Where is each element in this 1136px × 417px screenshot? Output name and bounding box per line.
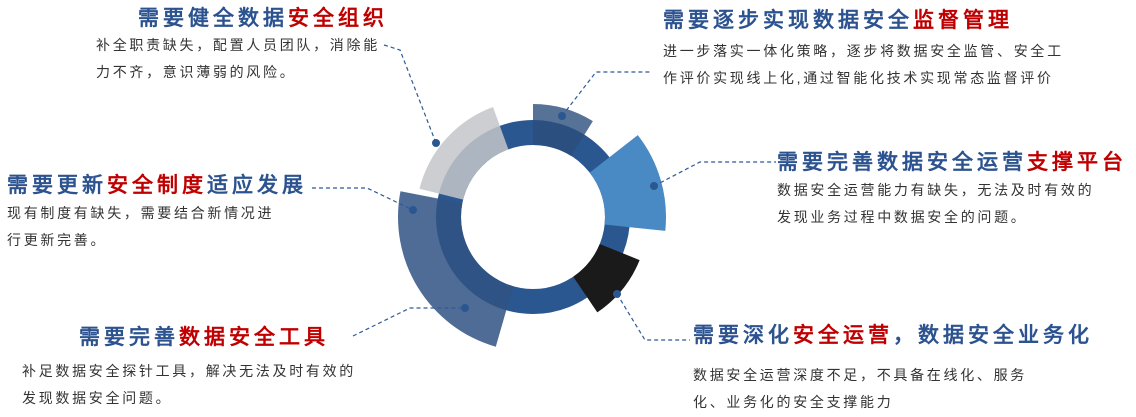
leader-dot-supervision — [558, 112, 566, 120]
item-6-title: 需要深化安全运营，数据安全业务化 — [693, 324, 1093, 347]
leader-dot-tools — [461, 304, 469, 312]
item-5-title: 需要完善数据安全工具 — [79, 326, 329, 349]
item-4-title: 需要更新安全制度适应发展 — [7, 174, 307, 197]
segment-operations — [573, 243, 640, 313]
leader-dot-organization — [432, 139, 440, 147]
segment-supervision — [533, 104, 593, 156]
segment-organization — [419, 107, 509, 200]
leader-line-operations — [616, 293, 690, 341]
item-6-desc: 数据安全运营深度不足，不具备在线化、服务化、业务化的安全支撑能力 — [693, 367, 1027, 410]
item-4-desc: 现有制度有缺失，需要结合新情况进行更新完善。 — [7, 205, 275, 248]
segment-tools — [397, 191, 514, 347]
item-1-title: 需要健全数据安全组织 — [138, 7, 388, 30]
item-2-desc: 进一步落实一体化策略，逐步将数据安全监管、安全工作评价实现线上化,通过智能化技术… — [663, 43, 1064, 86]
leader-dot-policy — [409, 206, 417, 214]
leader-line-tools — [352, 307, 465, 337]
leader-line-policy — [312, 187, 414, 211]
item-2-title: 需要逐步实现数据安全监督管理 — [663, 9, 1013, 32]
item-3-title: 需要完善数据安全运营支撑平台 — [777, 151, 1127, 174]
item-3-desc: 数据安全运营能力有缺失，无法及时有效的发现业务过程中数据安全的问题。 — [777, 182, 1095, 225]
item-5-desc: 补足数据安全探针工具，解决无法及时有效的发现数据安全问题。 — [22, 363, 356, 406]
leader-dot-platform — [650, 182, 658, 190]
leader-line-supervision — [561, 71, 652, 117]
item-1-desc: 补全职责缺失，配置人员团队，消除能力不齐，意识薄弱的风险。 — [96, 37, 380, 80]
leader-line-organization — [383, 44, 437, 144]
leader-dot-operations — [613, 290, 621, 298]
segment-platform — [589, 135, 667, 231]
leader-line-platform — [653, 161, 776, 187]
